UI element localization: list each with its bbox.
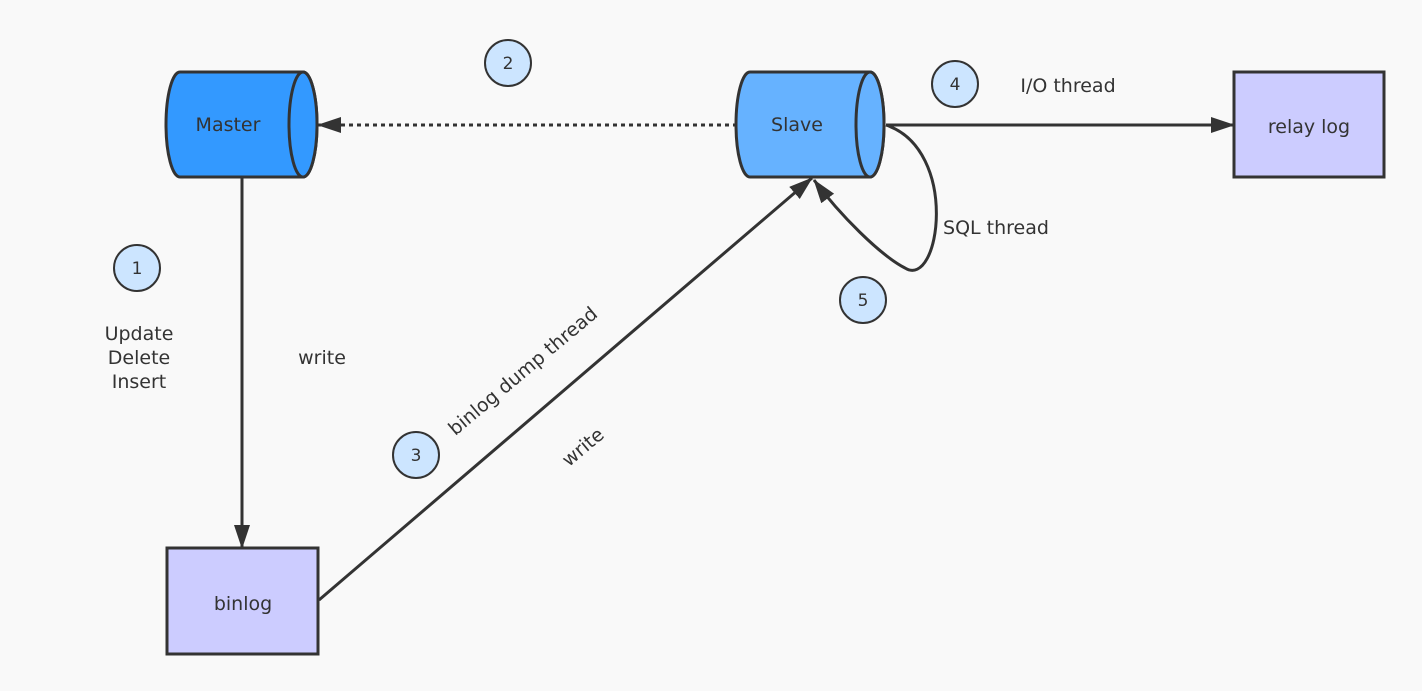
binlog-label: binlog bbox=[214, 593, 272, 615]
step-badge-4: 4 bbox=[931, 60, 979, 108]
slave-label: Slave bbox=[771, 114, 823, 136]
relay-log-label: relay log bbox=[1268, 116, 1350, 138]
step-number: 1 bbox=[132, 259, 143, 279]
step-badge-1: 1 bbox=[113, 244, 161, 292]
edge-sql-thread-loop bbox=[812, 123, 938, 272]
binlog-box bbox=[165, 546, 320, 656]
step-number: 2 bbox=[503, 54, 514, 74]
step-badge-5: 5 bbox=[839, 276, 887, 324]
operation-label: Insert bbox=[112, 371, 167, 393]
master-cylinder-cap bbox=[287, 70, 319, 179]
relay-log-node[interactable]: relay log bbox=[1232, 70, 1386, 179]
step-badge-2: 2 bbox=[484, 39, 532, 87]
slave-node[interactable]: Slave bbox=[734, 70, 886, 179]
master-label: Master bbox=[196, 114, 261, 136]
io-thread-label: I/O thread bbox=[1020, 75, 1115, 97]
master-node[interactable]: Master bbox=[164, 70, 319, 179]
step-number: 3 bbox=[411, 446, 422, 466]
relay-log-box bbox=[1232, 70, 1386, 179]
write-label-master-binlog: write bbox=[298, 347, 346, 369]
sql-thread-label: SQL thread bbox=[943, 217, 1049, 239]
step-badge-3: 3 bbox=[392, 431, 440, 479]
slave-cylinder-cap bbox=[854, 70, 886, 179]
binlog-node[interactable]: binlog bbox=[165, 546, 320, 656]
write-label-binlog-slave: write bbox=[558, 424, 609, 472]
binlog-dump-thread-label: binlog dump thread bbox=[444, 303, 602, 440]
operation-label: Update bbox=[105, 323, 174, 345]
operation-label: Delete bbox=[108, 347, 170, 369]
edge-binlog-to-slave bbox=[318, 176, 813, 602]
step-number: 5 bbox=[858, 291, 869, 311]
step-number: 4 bbox=[950, 75, 961, 95]
